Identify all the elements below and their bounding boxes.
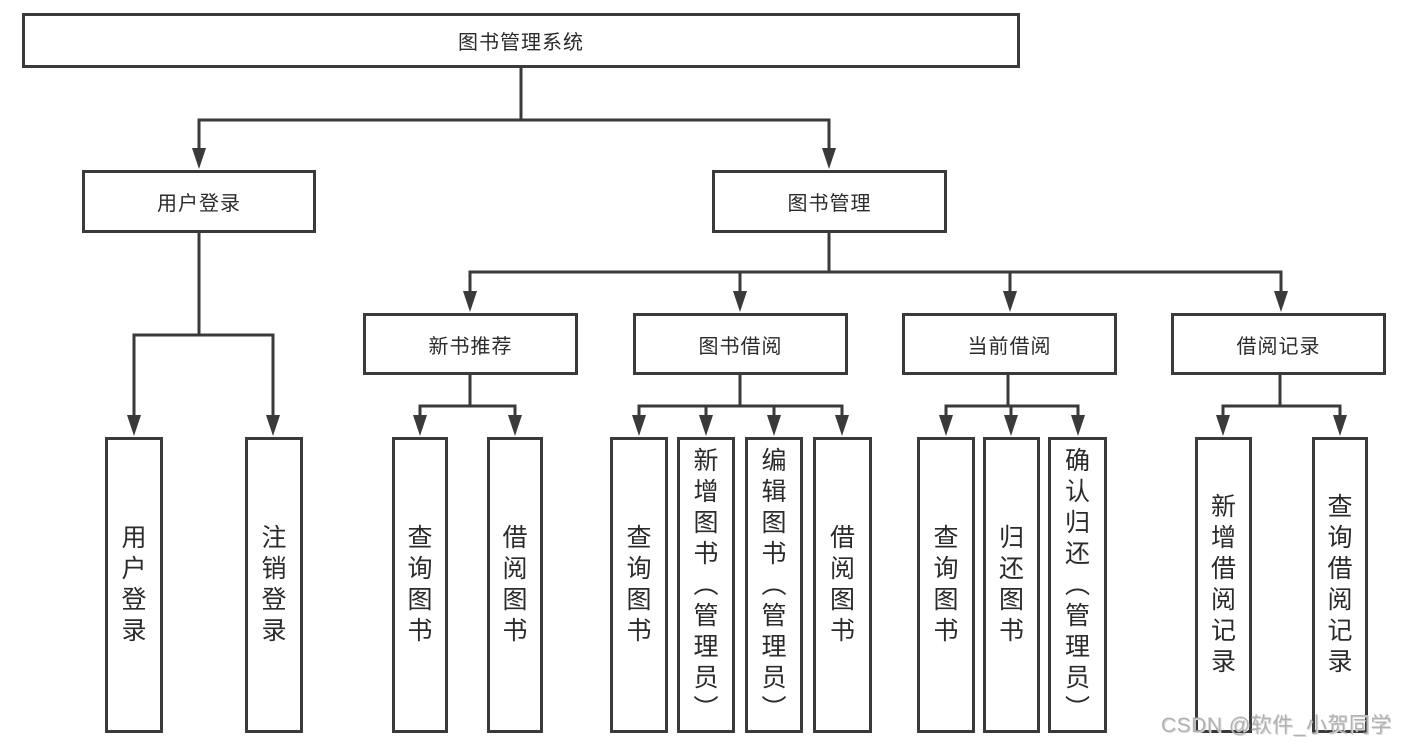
node-borrow-records: 借阅记录 [1171, 313, 1386, 375]
connector-login-to-leaves [132, 231, 275, 419]
node-user-login: 用户登录 [82, 170, 316, 233]
leaf-add-borrow-record: 新 增 借 阅 记 录 [1195, 437, 1252, 733]
node-book-borrow: 图书借阅 [633, 313, 848, 375]
leaf-edit-books-admin: 编 辑 图 书 ︵ 管 理 员 ︶ [745, 437, 803, 733]
arrowheads-login-leaves [127, 415, 280, 436]
node-root-system: 图书管理系统 [22, 13, 1020, 68]
arrowheads-borrow-leaves [632, 415, 849, 436]
leaf-return-books: 归 还 图 书 [983, 437, 1040, 733]
leaf-recommend-borrow-books: 借 阅 图 书 [487, 437, 543, 733]
arrowheads-recommend-leaves [413, 415, 522, 436]
leaf-confirm-return-admin: 确 认 归 还 ︵ 管 理 员 ︶ [1048, 437, 1107, 733]
arrowheads-current-leaves [939, 415, 1085, 436]
arrowheads-level2 [192, 148, 836, 169]
leaf-borrow-books: 借 阅 图 书 [813, 437, 872, 733]
leaf-add-books-admin: 新 增 图 书 ︵ 管 理 员 ︶ [677, 437, 735, 733]
leaf-current-query-books: 查 询 图 书 [917, 437, 975, 733]
leaf-borrow-query-books: 查 询 图 书 [610, 437, 668, 733]
leaf-logout: 注 销 登 录 [245, 437, 303, 733]
connector-borrow-to-leaves [637, 373, 844, 419]
arrowheads-records-leaves [1216, 415, 1347, 436]
watermark: CSDN @软件_小贺同学 [1161, 714, 1392, 737]
node-current-borrow: 当前借阅 [902, 313, 1117, 375]
connector-records-to-leaves [1221, 373, 1342, 419]
connector-current-to-leaves [944, 373, 1080, 419]
leaf-user-login: 用 户 登 录 [105, 437, 163, 733]
leaf-query-borrow-record: 查 询 借 阅 记 录 [1312, 437, 1368, 733]
arrowheads-level3 [463, 291, 1288, 312]
node-new-book-recommend: 新书推荐 [363, 313, 578, 375]
connector-manage-to-level3 [468, 231, 1283, 295]
leaf-recommend-query-books: 查 询 图 书 [392, 437, 448, 733]
node-book-management: 图书管理 [712, 170, 947, 233]
connector-recommend-to-leaves [418, 373, 517, 419]
connector-root-to-level2 [197, 66, 831, 152]
